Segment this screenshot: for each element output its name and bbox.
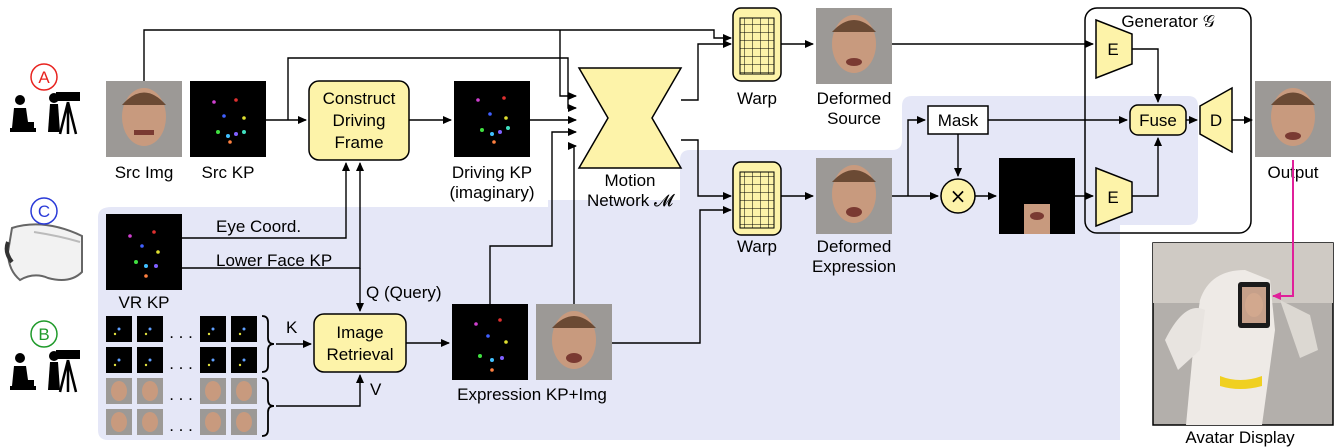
- person-camera-icon-bottom: [10, 350, 80, 393]
- value-label: V: [370, 380, 382, 399]
- src-kp-thumbnail: [190, 81, 266, 157]
- src-img-label: Src Img: [115, 163, 174, 182]
- connectors: [143, 29, 1253, 407]
- driving-kp-label-2: (imaginary): [449, 183, 534, 202]
- output-to-display-link: [1272, 160, 1294, 300]
- face-dots-2: . . .: [169, 416, 193, 435]
- output-thumbnail: [1255, 81, 1331, 157]
- motion-network-label-2: Network 𝓜: [587, 191, 675, 210]
- masked-expression-thumbnail: [999, 158, 1075, 234]
- vr-kp-thumbnail: [106, 214, 182, 290]
- svg-text:C: C: [38, 202, 50, 221]
- mask-block: Mask: [927, 105, 989, 135]
- expression-img-thumbnail: [536, 304, 612, 380]
- decoder-block: D: [1199, 86, 1233, 154]
- deformed-source-label-2: Source: [827, 109, 881, 128]
- decoder-label: D: [1210, 111, 1222, 130]
- driving-kp-label-1: Driving KP: [452, 163, 532, 182]
- kp-database-grid: [106, 316, 257, 373]
- deformed-expression-thumbnail: [816, 158, 892, 234]
- retrieval-label-2: Retrieval: [326, 345, 393, 364]
- construct-label-3: Frame: [334, 133, 383, 152]
- construct-label-1: Construct: [323, 89, 396, 108]
- multiply-node: ×: [940, 178, 976, 214]
- face-database-grid: [106, 378, 257, 435]
- badge-a: A: [30, 63, 58, 91]
- fuse-label: Fuse: [1139, 111, 1177, 130]
- construct-label-2: Driving: [333, 111, 386, 130]
- src-img-thumbnail: [106, 81, 182, 157]
- warp-bottom-label: Warp: [737, 237, 777, 256]
- eye-coord-label: Eye Coord.: [216, 217, 301, 236]
- motion-network-block: [577, 67, 683, 169]
- generator-label: Generator 𝒢: [1121, 12, 1214, 31]
- deformed-source-label-1: Deformed: [817, 89, 892, 108]
- lower-face-kp-label: Lower Face KP: [216, 251, 332, 270]
- value-brace: [261, 377, 275, 437]
- deformed-expression-label-2: Expression: [812, 257, 896, 276]
- fuse-block: Fuse: [1129, 104, 1187, 136]
- deformed-expression-label-1: Deformed: [817, 237, 892, 256]
- encoder-top-block: E: [1095, 18, 1133, 80]
- encoder-bottom-block: E: [1095, 166, 1133, 228]
- kp-dots-2: . . .: [169, 354, 193, 373]
- kp-dots-1: . . .: [169, 323, 193, 342]
- key-label: K: [286, 318, 298, 337]
- badge-b: B: [30, 320, 58, 348]
- motion-network-label-1: Motion: [604, 171, 655, 190]
- construct-driving-frame-block: Construct Driving Frame: [308, 80, 410, 161]
- mask-label: Mask: [938, 111, 979, 130]
- svg-text:A: A: [38, 68, 50, 87]
- key-brace: [261, 315, 275, 373]
- badge-c: C: [30, 197, 58, 225]
- multiply-symbol: ×: [950, 184, 967, 208]
- src-kp-label: Src KP: [202, 163, 255, 182]
- expression-kp-img-label: Expression KP+Img: [457, 385, 607, 404]
- warp-grid-top: [732, 7, 782, 82]
- expression-kp-thumbnail: [452, 304, 528, 380]
- image-retrieval-block: Image Retrieval: [313, 313, 407, 373]
- warp-grid-bottom: [732, 161, 782, 236]
- query-label: Q (Query): [366, 283, 442, 302]
- svg-text:B: B: [38, 325, 49, 344]
- encoder-bottom-label: E: [1107, 188, 1118, 207]
- person-camera-icon-top: [10, 92, 80, 135]
- warp-top-label: Warp: [737, 89, 777, 108]
- encoder-top-label: E: [1107, 40, 1118, 59]
- deformed-source-thumbnail: [816, 8, 892, 84]
- retrieval-label-1: Image: [336, 323, 383, 342]
- face-dots-1: . . .: [169, 385, 193, 404]
- vr-kp-label: VR KP: [118, 293, 169, 312]
- driving-kp-thumbnail: [454, 81, 530, 157]
- avatar-display-photo: [1152, 242, 1334, 426]
- avatar-display-label: Avatar Display: [1185, 428, 1295, 447]
- vr-headset-icon: [4, 223, 83, 282]
